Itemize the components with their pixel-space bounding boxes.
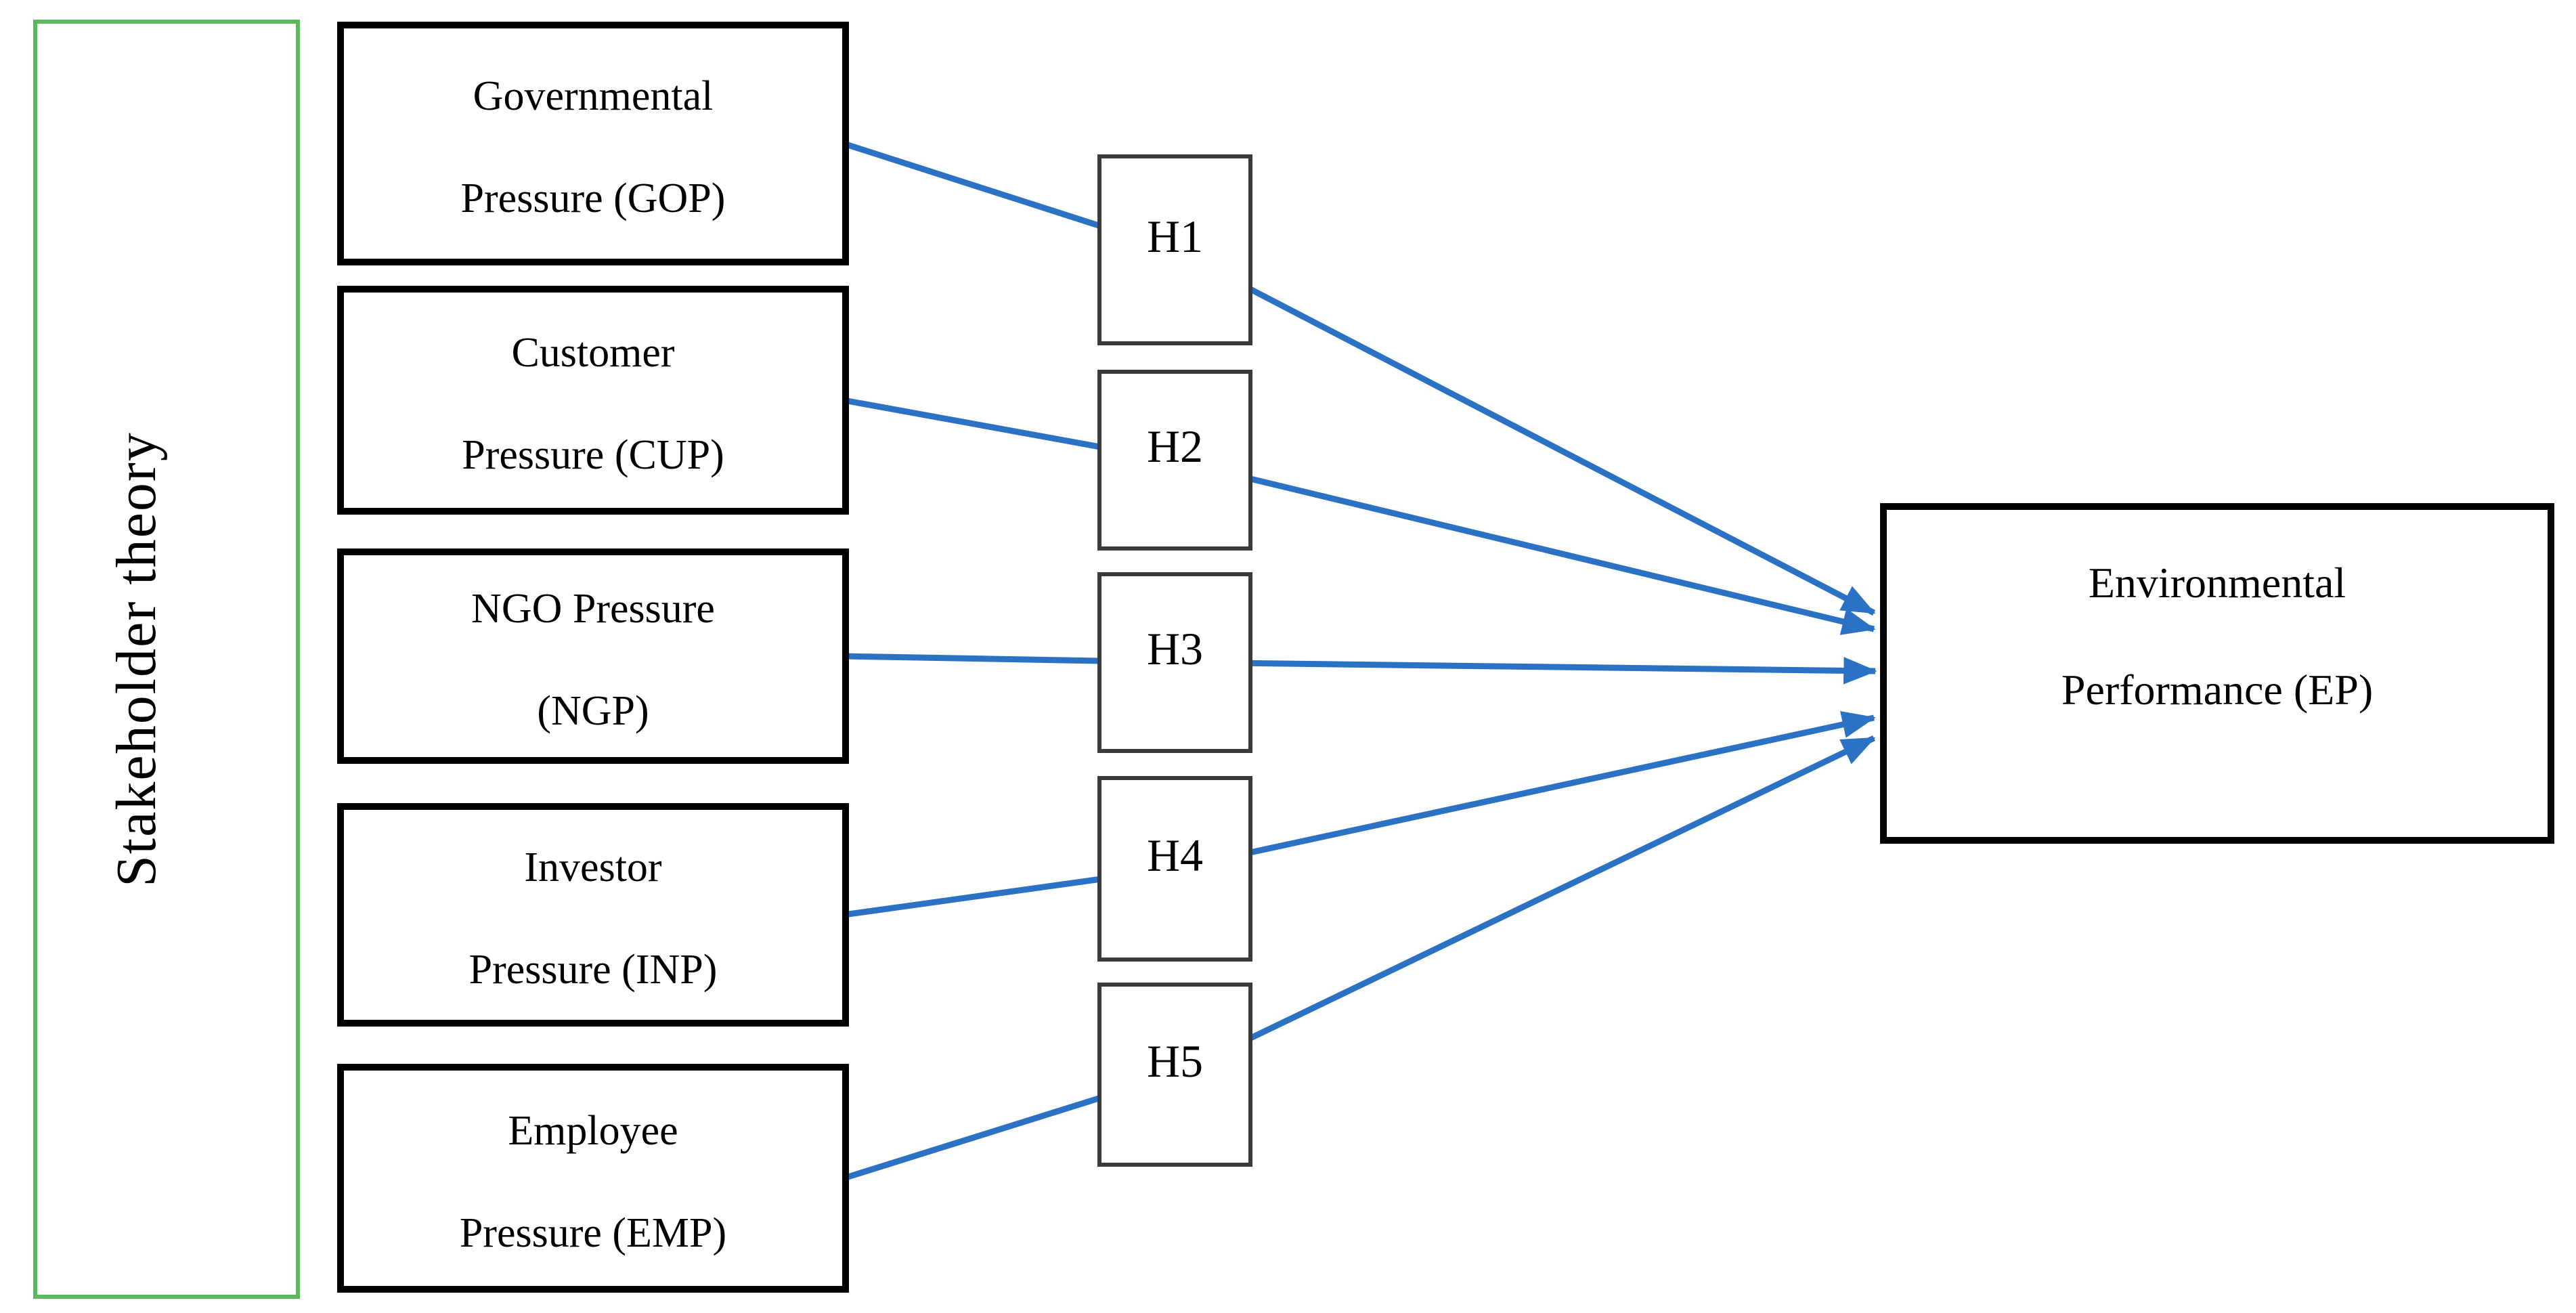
arrow-ngp-h3-ep bbox=[843, 653, 1877, 685]
outcome-box-ep-line1: Environmental bbox=[2088, 558, 2346, 607]
pressure-box-gop-line1: Governmental bbox=[473, 73, 714, 120]
hypothesis-label-h1: H1 bbox=[1146, 210, 1204, 262]
pressure-box-gop-line2: Pressure (GOP) bbox=[460, 175, 726, 221]
pressure-box-ngp-line2: (NGP) bbox=[537, 687, 649, 734]
pressure-box-emp: Employee Pressure (EMP) bbox=[337, 1064, 849, 1293]
arrow-gop-h1-ep bbox=[842, 140, 1876, 616]
pressure-box-ngp: NGO Pressure (NGP) bbox=[337, 548, 849, 764]
stakeholder-theory-label: Stakeholder theory bbox=[104, 431, 168, 887]
outcome-box-ep: Environmental Performance (EP) bbox=[1880, 503, 2554, 844]
outcome-box-ep-line2: Performance (EP) bbox=[2061, 665, 2374, 714]
arrow-emp-h5-ep bbox=[842, 735, 1876, 1182]
arrow-cup-h2-ep bbox=[843, 397, 1876, 635]
hypothesis-box-h4: H4 bbox=[1097, 776, 1252, 962]
pressure-box-ngp-line1: NGO Pressure bbox=[471, 586, 715, 632]
pressure-box-gop: Governmental Pressure (GOP) bbox=[337, 22, 849, 265]
arrow-inp-h4-ep bbox=[843, 711, 1876, 918]
stakeholder-theory-panel: Stakeholder theory bbox=[33, 20, 300, 1299]
hypothesis-box-h5: H5 bbox=[1097, 983, 1252, 1167]
pressure-box-cup-line1: Customer bbox=[511, 330, 675, 376]
pressure-box-inp: Investor Pressure (INP) bbox=[337, 803, 849, 1027]
pressure-box-inp-line2: Pressure (INP) bbox=[468, 946, 718, 993]
pressure-box-cup-line2: Pressure (CUP) bbox=[462, 431, 724, 478]
pressure-box-cup: Customer Pressure (CUP) bbox=[337, 286, 849, 515]
pressure-box-emp-line1: Employee bbox=[508, 1108, 678, 1155]
hypothesis-label-h3: H3 bbox=[1146, 623, 1204, 674]
hypothesis-label-h2: H2 bbox=[1146, 421, 1204, 472]
hypothesis-box-h2: H2 bbox=[1097, 370, 1252, 551]
hypothesis-label-h4: H4 bbox=[1146, 829, 1204, 881]
hypothesis-label-h5: H5 bbox=[1146, 1035, 1204, 1087]
hypothesis-box-h3: H3 bbox=[1097, 572, 1252, 753]
hypothesis-box-h1: H1 bbox=[1097, 154, 1252, 345]
pressure-box-emp-line2: Pressure (EMP) bbox=[459, 1209, 727, 1256]
pressure-box-inp-line1: Investor bbox=[524, 844, 662, 891]
